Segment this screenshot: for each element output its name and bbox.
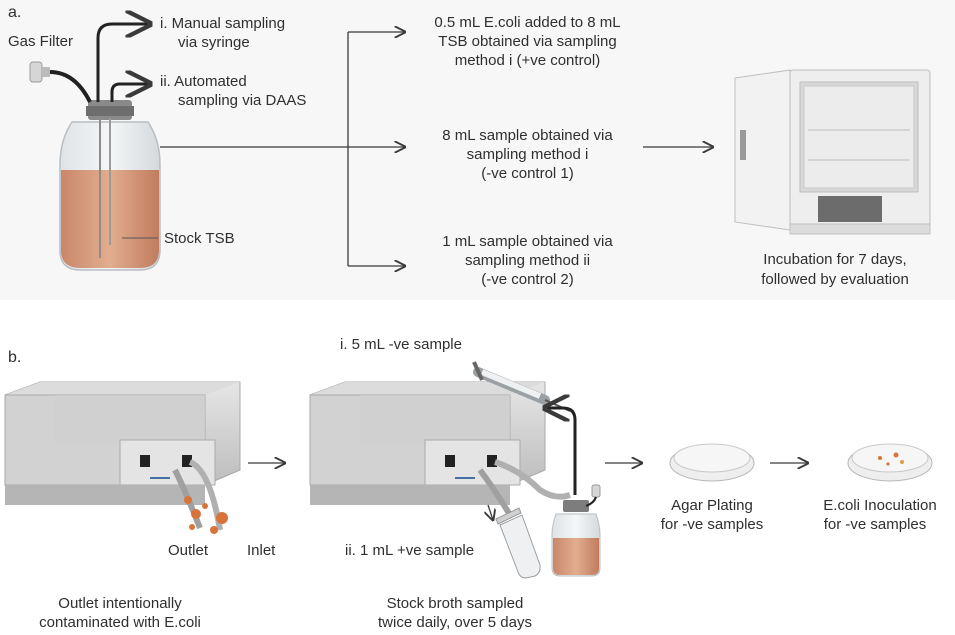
stock-broth-line1: Stock broth sampled — [386, 595, 524, 612]
incubation-line1: Incubation for 7 days, — [763, 251, 907, 268]
panel-a-label: a. — [8, 4, 22, 21]
falcon-tube-icon — [495, 507, 541, 579]
arrow-to-falcon — [488, 504, 493, 520]
tube-to-bottle — [494, 459, 571, 500]
sample-ii-label: ii. 1 mL +ve sample — [345, 542, 475, 559]
stock-broth-line2: twice daily, over 5 days — [378, 614, 532, 631]
branch-3-line2: sampling method ii — [464, 252, 591, 269]
inlet-label: Inlet — [247, 542, 276, 559]
tube-automated-sampling — [110, 84, 150, 102]
panel-b-label: b. — [8, 349, 22, 366]
branch-2-line2: sampling method i — [466, 146, 589, 163]
sample-i-label: i. 5 mL -ve sample — [340, 336, 462, 353]
contaminated-line1: Outlet intentionally — [58, 595, 182, 612]
gas-filter-icon — [29, 61, 92, 103]
small-stock-bottle — [551, 484, 601, 577]
branch-2-line1: 8 mL sample obtained via — [442, 127, 613, 144]
incubator-icon — [734, 69, 931, 235]
sampling-ii-line2: sampling via DAAS — [178, 92, 307, 109]
branch-1-line3: method i (+ve control) — [454, 52, 601, 69]
sampling-ii-line1: ii. Automated — [160, 73, 247, 90]
sampling-i-line1: i. Manual sampling — [160, 15, 286, 32]
outlet-tube-2 — [477, 468, 513, 517]
branch-3-line1: 1 mL sample obtained via — [442, 233, 613, 250]
agar-line1: Agar Plating — [671, 497, 753, 514]
stock-tsb-label: Stock TSB — [164, 230, 235, 247]
petri-dish-agar — [669, 443, 755, 482]
outlet-tube-1 — [172, 468, 203, 530]
daas-device-2 — [309, 381, 546, 505]
sampling-i-line2: via syringe — [178, 34, 250, 51]
branch-1-line1: 0.5 mL E.coli added to 8 mL — [434, 14, 621, 31]
stock-tsb-bottle — [59, 100, 161, 271]
ecoli-droplets — [184, 496, 228, 534]
gas-filter-label: Gas Filter — [8, 33, 74, 50]
outlet-label: Outlet — [168, 542, 209, 559]
branch-1-line2: TSB obtained via sampling — [438, 33, 617, 50]
daas-device-1 — [4, 381, 241, 505]
inoculation-line1: E.coli Inoculation — [823, 497, 937, 514]
branch-3-line3: (-ve control 2) — [481, 271, 574, 288]
inoculation-line2: for -ve samples — [823, 516, 927, 533]
tube-to-syringe — [545, 408, 577, 495]
petri-dish-inoculated — [847, 443, 933, 482]
contaminated-line2: contaminated with E.coli — [39, 614, 201, 631]
agar-line2: for -ve samples — [660, 516, 764, 533]
branch-2-line3: (-ve control 1) — [481, 165, 574, 182]
branch-arrows — [160, 32, 713, 266]
tube-manual-sampling — [96, 24, 150, 102]
incubation-line2: followed by evaluation — [761, 271, 909, 288]
